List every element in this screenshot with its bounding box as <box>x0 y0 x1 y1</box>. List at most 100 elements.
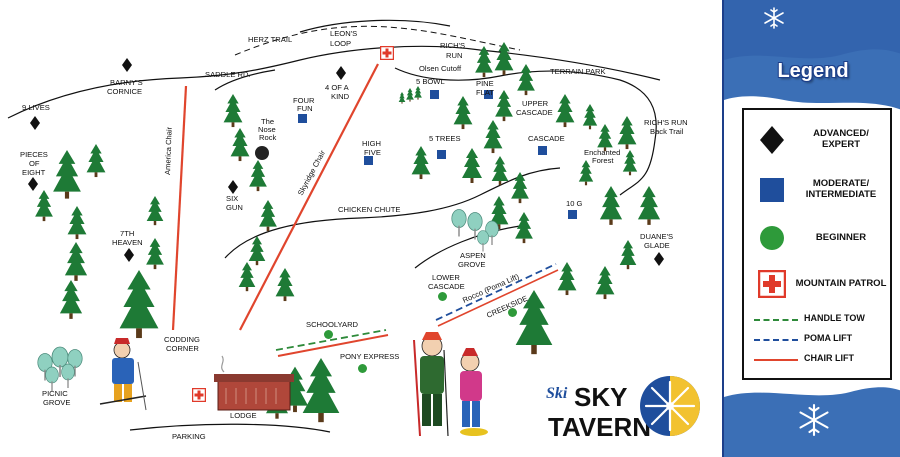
label-pieces-1: PIECES <box>20 150 48 159</box>
label-terrain-park: TERRAIN PARK <box>550 67 606 76</box>
handle-tow-line-icon <box>754 319 798 321</box>
label-four-fun-2: FUN <box>297 104 313 113</box>
logo-ski-text: Ski <box>546 385 568 402</box>
snowflake-icon-top <box>764 7 784 29</box>
advanced-marker-duanes <box>654 252 664 266</box>
legend-label-moderate: MODERATE/ INTERMEDIATE <box>805 178 877 200</box>
legend-label-chair-lift: CHAIR LIFT <box>804 353 854 363</box>
legend-item-moderate: MODERATE/ INTERMEDIATE <box>744 172 890 208</box>
label-saddle-rd: SADDLE RD. <box>205 70 251 79</box>
schoolyard-chair-line <box>277 334 389 357</box>
label-codding-corner-2: CORNER <box>166 344 199 353</box>
label-pine-flat-2: FLAT <box>476 88 494 97</box>
advanced-marker-9lives <box>30 116 40 130</box>
label-enchanted-forest-1: Enchanted <box>584 148 620 157</box>
label-5-trees: 5 TREES <box>429 134 461 143</box>
label-10-g: 10 G <box>566 199 583 208</box>
label-lower-cascade-1: LOWER <box>432 273 460 282</box>
label-six-gun-1: SIX <box>226 194 238 203</box>
advanced-marker-sixgun <box>228 180 238 194</box>
label-nose-rock-1: The <box>261 117 274 126</box>
label-upper-cascade-1: UPPER <box>522 99 549 108</box>
label-picnic-grove-2: GROVE <box>43 398 70 407</box>
legend-line-handle-tow: HANDLE TOW <box>744 312 890 328</box>
label-duanes-glade-2: GLADE <box>644 241 670 250</box>
legend-label-advanced: ADVANCED/ EXPERT <box>813 128 869 150</box>
label-5-bowl: 5 BOWL <box>416 77 445 86</box>
legend-line-poma-lift: POMA LIFT <box>744 332 890 348</box>
nose-rock-marker <box>255 146 269 160</box>
poma-lift-line-icon <box>754 339 798 341</box>
label-pine-flat-1: PINE <box>476 79 494 88</box>
america-chair-line <box>171 85 188 331</box>
poma-lift <box>435 263 559 327</box>
legend-label-poma-lift: POMA LIFT <box>804 333 853 343</box>
advanced-marker-7th <box>124 248 134 262</box>
label-lodge: LODGE <box>230 411 257 420</box>
advanced-marker-pieces <box>28 177 38 191</box>
legend-item-beginner: BEGINNER <box>744 220 890 256</box>
logo-sky-text: SKY <box>574 382 627 412</box>
advanced-marker-4kind <box>336 66 346 80</box>
label-upper-cascade-2: CASCADE <box>516 108 553 117</box>
label-pony-express: PONY EXPRESS <box>340 352 399 361</box>
label-aspen-grove-2: GROVE <box>458 260 485 269</box>
circle-icon <box>760 226 784 250</box>
label-4-of-a-kind-2: KIND <box>331 92 350 101</box>
terrain-outlines <box>7 19 661 433</box>
label-7th-heaven-2: HEAVEN <box>112 238 143 247</box>
label-high-five-2: FIVE <box>364 148 381 157</box>
chair-lifts <box>171 63 389 357</box>
legend-label-beginner: BEGINNER <box>815 231 867 243</box>
herz-trail-path <box>234 25 521 56</box>
skyridge-chair-line <box>239 63 379 331</box>
advanced-marker-barnys <box>122 58 132 72</box>
label-nose-rock-3: Rock <box>259 133 277 142</box>
legend-item-advanced: ADVANCED/ EXPERT <box>744 122 890 158</box>
diamond-icon <box>760 126 784 154</box>
logo-tavern-text: TAVERN <box>548 412 651 442</box>
label-lower-cascade-2: CASCADE <box>428 282 465 291</box>
label-america-chair: America Chair <box>163 126 174 175</box>
label-4-of-a-kind-1: 4 OF A <box>325 83 350 92</box>
label-aspen-grove-1: ASPEN <box>460 251 486 260</box>
legend-box: ADVANCED/ EXPERT MODERATE/ INTERMEDIATE … <box>742 108 892 380</box>
label-richs-run-1: RICH'S <box>440 41 465 50</box>
label-pieces-3: EIGHT <box>22 168 46 177</box>
label-leons-loop-2: LOOP <box>330 39 351 48</box>
handle-tow <box>275 329 387 351</box>
label-enchanted-forest-2: Forest <box>592 156 614 165</box>
legend-label-handle-tow: HANDLE TOW <box>804 313 865 323</box>
label-olsen-cutoff: Olsen Cutoff <box>419 64 462 73</box>
label-richs-run-2: RUN <box>446 51 462 60</box>
legend-panel: Legend ADVANCED/ EXPERT MODERATE/ INTERM… <box>722 0 900 457</box>
label-herz-trail: HERZ TRAIL <box>248 35 292 44</box>
label-codding-corner-1: CODDING <box>164 335 200 344</box>
small-trees-five-bowl <box>398 86 422 104</box>
label-schoolyard: SCHOOLYARD <box>306 320 359 329</box>
label-six-gun-2: GUN <box>226 203 243 212</box>
label-richs-run-back-1: RICH'S RUN <box>644 118 688 127</box>
label-duanes-glade-1: DUANE'S <box>640 232 673 241</box>
label-parking: PARKING <box>172 432 206 441</box>
sky-tavern-logo: Ski SKY TAVERN <box>546 376 700 442</box>
skier-character-left <box>99 338 147 411</box>
label-cascade: CASCADE <box>528 134 565 143</box>
logo-sun-snowflake-icon <box>640 376 700 436</box>
label-barnys-2: CORNICE <box>107 87 142 96</box>
label-chicken-chute: CHICKEN CHUTE <box>338 205 400 214</box>
label-creekside: CREEKSIDE <box>485 294 529 320</box>
legend-title: Legend <box>777 60 849 82</box>
label-9-lives: 9 LIVES <box>22 103 50 112</box>
skier-couple-characters <box>413 332 488 437</box>
label-barnys-1: BARNY'S <box>110 78 143 87</box>
label-four-fun-1: FOUR <box>293 96 315 105</box>
square-icon <box>760 178 784 202</box>
label-richs-run-back-2: Back Trail <box>650 127 684 136</box>
trail-map: HERZ TRAIL LEON'S LOOP RICH'S RUN SADDLE… <box>7 19 700 442</box>
label-high-five-1: HIGH <box>362 139 381 148</box>
label-nose-rock-2: Nose <box>258 125 276 134</box>
legend-line-chair-lift: CHAIR LIFT <box>744 352 890 368</box>
chair-lift-line-icon <box>754 359 798 361</box>
